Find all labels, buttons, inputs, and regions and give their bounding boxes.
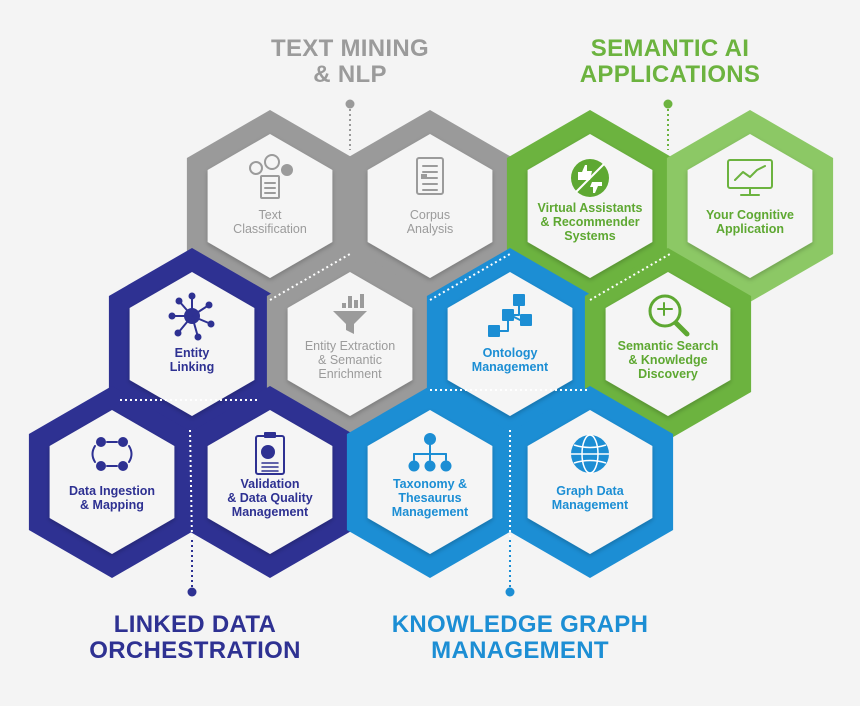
hex-inner (49, 410, 175, 554)
group-title-text-mining: TEXT MINING & NLP (250, 36, 450, 88)
hex-label-line: & Recommender (540, 215, 639, 229)
hex-label-line: Text (259, 208, 282, 222)
group-title-line: ORCHESTRATION (89, 637, 301, 664)
divider-linked-vertical (189, 429, 193, 541)
hex-label-line: Systems (564, 229, 615, 243)
hex-label-line: Ontology (483, 346, 538, 360)
slash (575, 163, 605, 193)
connector-text-mining (345, 99, 355, 150)
thumbs-icon (571, 159, 609, 197)
ontology-icon (488, 294, 532, 337)
connector-dot (345, 99, 355, 109)
hex-label-line: Corpus (410, 208, 450, 222)
document-icon (416, 157, 444, 195)
hex-inner (527, 134, 653, 278)
divider-linked-text (269, 253, 351, 301)
group-title-line: LINKED DATA (113, 611, 277, 638)
group-title-line: MANAGEMENT (431, 637, 609, 664)
monitor-chart-icon (727, 159, 773, 196)
hex-inner (447, 272, 573, 416)
hex-inner (287, 272, 413, 416)
connector-lines (187, 99, 673, 597)
parallel (573, 459, 607, 464)
hex-label-line: & Semantic (318, 353, 382, 367)
group-title-knowledge-graph: KNOWLEDGE GRAPH MANAGEMENT (370, 612, 670, 664)
hex-label-line: Management (232, 505, 309, 519)
hex-label-line: Validation (240, 477, 299, 491)
hex-label-line: Taxonomy & (393, 477, 467, 491)
group-title-line: APPLICATIONS (579, 61, 761, 88)
hex-label-line: & Data Quality (227, 491, 312, 505)
network-node-icon (168, 292, 215, 341)
thumb-up (578, 165, 592, 180)
hex-label-line: & Knowledge (628, 353, 707, 367)
globe-icon (571, 434, 609, 474)
hex-label-line: Enrichment (318, 367, 382, 381)
hex-label-line: Management (552, 498, 629, 512)
hex-label-line: & Mapping (80, 498, 144, 512)
hex-label-line: Semantic Search (618, 339, 719, 353)
connector-dot (187, 587, 197, 597)
hex-inner (207, 410, 333, 554)
hex-label-line: Classification (233, 222, 307, 236)
divider-lines (120, 253, 671, 541)
hex-label-line: Application (716, 222, 784, 236)
hex-inner (367, 134, 493, 278)
group-title-line: SEMANTIC AI (590, 35, 750, 62)
connector-dot (663, 99, 673, 109)
group-title-line: & NLP (313, 61, 387, 88)
hex-inner (129, 272, 255, 416)
hex-inner (687, 134, 813, 278)
hexagon-grid: TextClassificationCorpusAnalysisVirtual … (28, 110, 834, 578)
hex-label-line: Data Ingestion (69, 484, 155, 498)
group-title-line: TEXT MINING (271, 35, 429, 62)
connector-knowledge-graph (505, 540, 515, 597)
funnel-icon (333, 294, 367, 334)
parallel (573, 444, 607, 449)
hex-inner (605, 272, 731, 416)
hex-label-line: Virtual Assistants (538, 201, 643, 215)
divider-text-kg (429, 253, 511, 301)
hierarchy-icon (408, 433, 452, 472)
hex-inner (367, 410, 493, 554)
connector-semantic-ai (663, 99, 673, 150)
hex-data-ingestion: Data Ingestion& Mapping (28, 386, 196, 578)
data-flow-icon (91, 437, 133, 471)
hex-inner (527, 410, 653, 554)
hex-label-line: Thesaurus (398, 491, 461, 505)
hex-label-line: Management (472, 360, 549, 374)
group-title-linked-data: LINKED DATA ORCHESTRATION (70, 612, 320, 664)
hex-inner (207, 134, 333, 278)
funnel (333, 311, 367, 334)
connector-linked-data (187, 540, 197, 597)
hex-label-line: Management (392, 505, 469, 519)
search-icon (648, 294, 690, 337)
hex-label-line: Analysis (407, 222, 454, 236)
connector-dot (505, 587, 515, 597)
group-title-line: KNOWLEDGE GRAPH (391, 611, 649, 638)
hex-label-line: Your Cognitive (706, 208, 794, 222)
group-title-semantic-ai: SEMANTIC AI APPLICATIONS (560, 36, 780, 88)
clipboard-icon (255, 432, 285, 475)
hex-label-line: Entity Extraction (305, 339, 395, 353)
thumb-down (590, 182, 602, 193)
classification-icon (249, 154, 293, 199)
divider-kg-semantic (589, 253, 671, 301)
hex-label-line: Graph Data (556, 484, 624, 498)
hex-label-line: Linking (170, 360, 214, 374)
hex-label-line: Entity (175, 346, 210, 360)
hex-label-line: Discovery (638, 367, 698, 381)
